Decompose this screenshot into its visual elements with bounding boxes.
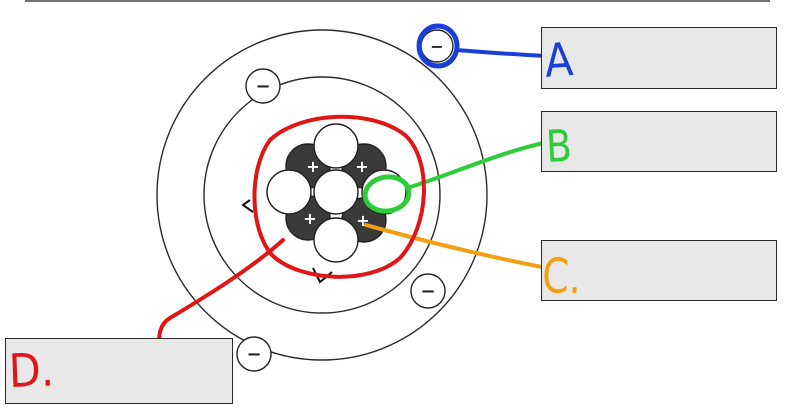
inner-orbit bbox=[203, 76, 441, 314]
annotation-b-line bbox=[405, 140, 550, 190]
answer-box-c[interactable] bbox=[541, 240, 777, 301]
electron: − bbox=[420, 29, 454, 63]
outer-orbit bbox=[156, 29, 488, 361]
proton-charge: + bbox=[355, 157, 368, 176]
neutron bbox=[313, 123, 359, 169]
annotation-a-circle bbox=[416, 23, 460, 69]
neutron bbox=[266, 169, 312, 215]
label-b: B bbox=[544, 120, 574, 173]
electron-charge: − bbox=[246, 344, 261, 365]
nucleus-bracket bbox=[241, 199, 254, 213]
answer-box-d[interactable] bbox=[5, 338, 233, 404]
electron: − bbox=[245, 68, 281, 104]
proton-charge: + bbox=[306, 157, 319, 176]
proton-charge: + bbox=[303, 209, 316, 228]
neutron bbox=[313, 169, 359, 215]
annotation-b-circle bbox=[362, 174, 412, 214]
annotation-d-line bbox=[157, 238, 285, 346]
electrons: − − − − bbox=[236, 29, 454, 372]
annotation-d-loop bbox=[252, 114, 426, 279]
answer-box-a[interactable] bbox=[541, 27, 777, 89]
electron: − bbox=[236, 336, 272, 372]
electron-charge: − bbox=[420, 281, 435, 302]
label-a: A bbox=[542, 32, 575, 88]
annotation-c-line bbox=[364, 223, 549, 270]
label-c: C. bbox=[541, 248, 583, 306]
label-d: D. bbox=[7, 342, 55, 398]
electron-charge: − bbox=[430, 37, 443, 56]
neutron bbox=[313, 217, 359, 263]
annotation-a-line bbox=[455, 48, 547, 58]
electron-charge: − bbox=[255, 76, 270, 97]
answer-box-b[interactable] bbox=[541, 111, 777, 172]
neutrons bbox=[266, 123, 407, 263]
electron: − bbox=[410, 273, 446, 309]
